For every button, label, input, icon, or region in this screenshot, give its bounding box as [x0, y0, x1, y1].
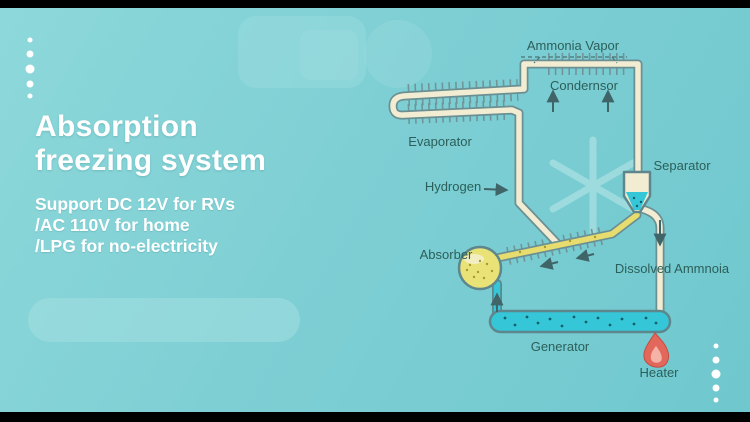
page-title: Absorption freezing system	[35, 110, 355, 178]
absorber-vessel	[457, 245, 503, 291]
label-condensor: Condernsor	[550, 78, 619, 93]
label-generator: Generator	[531, 339, 590, 354]
dot	[27, 37, 33, 43]
dot	[26, 80, 34, 88]
subtitle-line: /LPG for no-electricity	[35, 236, 218, 256]
title-line-2: freezing system	[35, 144, 267, 177]
dot	[712, 384, 720, 392]
snowflake-icon	[549, 136, 637, 236]
subtitle-line: /AC 110V for home	[35, 215, 190, 235]
flame-icon	[643, 332, 670, 368]
separator-vessel	[622, 170, 652, 214]
generator-tube	[488, 295, 672, 334]
title-line-1: Absorption	[35, 110, 198, 143]
letterbox-bottom	[0, 412, 750, 422]
subtitle-line: Support DC 12V for RVs	[35, 194, 235, 214]
label-separator: Separator	[653, 158, 711, 173]
dot	[26, 50, 34, 58]
refrigeration-diagram: Ammonia Vapor Condernsor Evaporator Hydr…	[388, 38, 730, 380]
dots-top-left	[25, 37, 35, 99]
dot	[712, 356, 720, 364]
letterbox-top	[0, 0, 750, 8]
ammonia-vapor-leaders	[521, 56, 627, 64]
label-ammonia-vapor: Ammonia Vapor	[527, 38, 620, 53]
slide-text: Absorption freezing system Support DC 12…	[35, 110, 355, 257]
diagram-labels: Ammonia Vapor Condernsor Evaporator Hydr…	[408, 38, 730, 380]
dot	[25, 64, 35, 74]
label-absorber: Absorber	[420, 247, 473, 262]
dots-bottom-right	[711, 343, 721, 403]
label-dissolved-ammonia: Dissolved Ammnoia	[615, 261, 730, 276]
dot	[27, 93, 33, 99]
background-shapes	[28, 16, 432, 342]
diagonal-pipe-speckles	[518, 235, 597, 254]
flow-arrows	[483, 89, 667, 312]
dot	[711, 369, 721, 379]
label-evaporator: Evaporator	[408, 134, 472, 149]
label-hydrogen: Hydrogen	[425, 179, 481, 194]
slide-subtitle: Support DC 12V for RVs /AC 110V for home…	[35, 194, 355, 257]
dot	[713, 343, 719, 349]
label-heater: Heater	[639, 365, 679, 380]
dot	[713, 397, 719, 403]
